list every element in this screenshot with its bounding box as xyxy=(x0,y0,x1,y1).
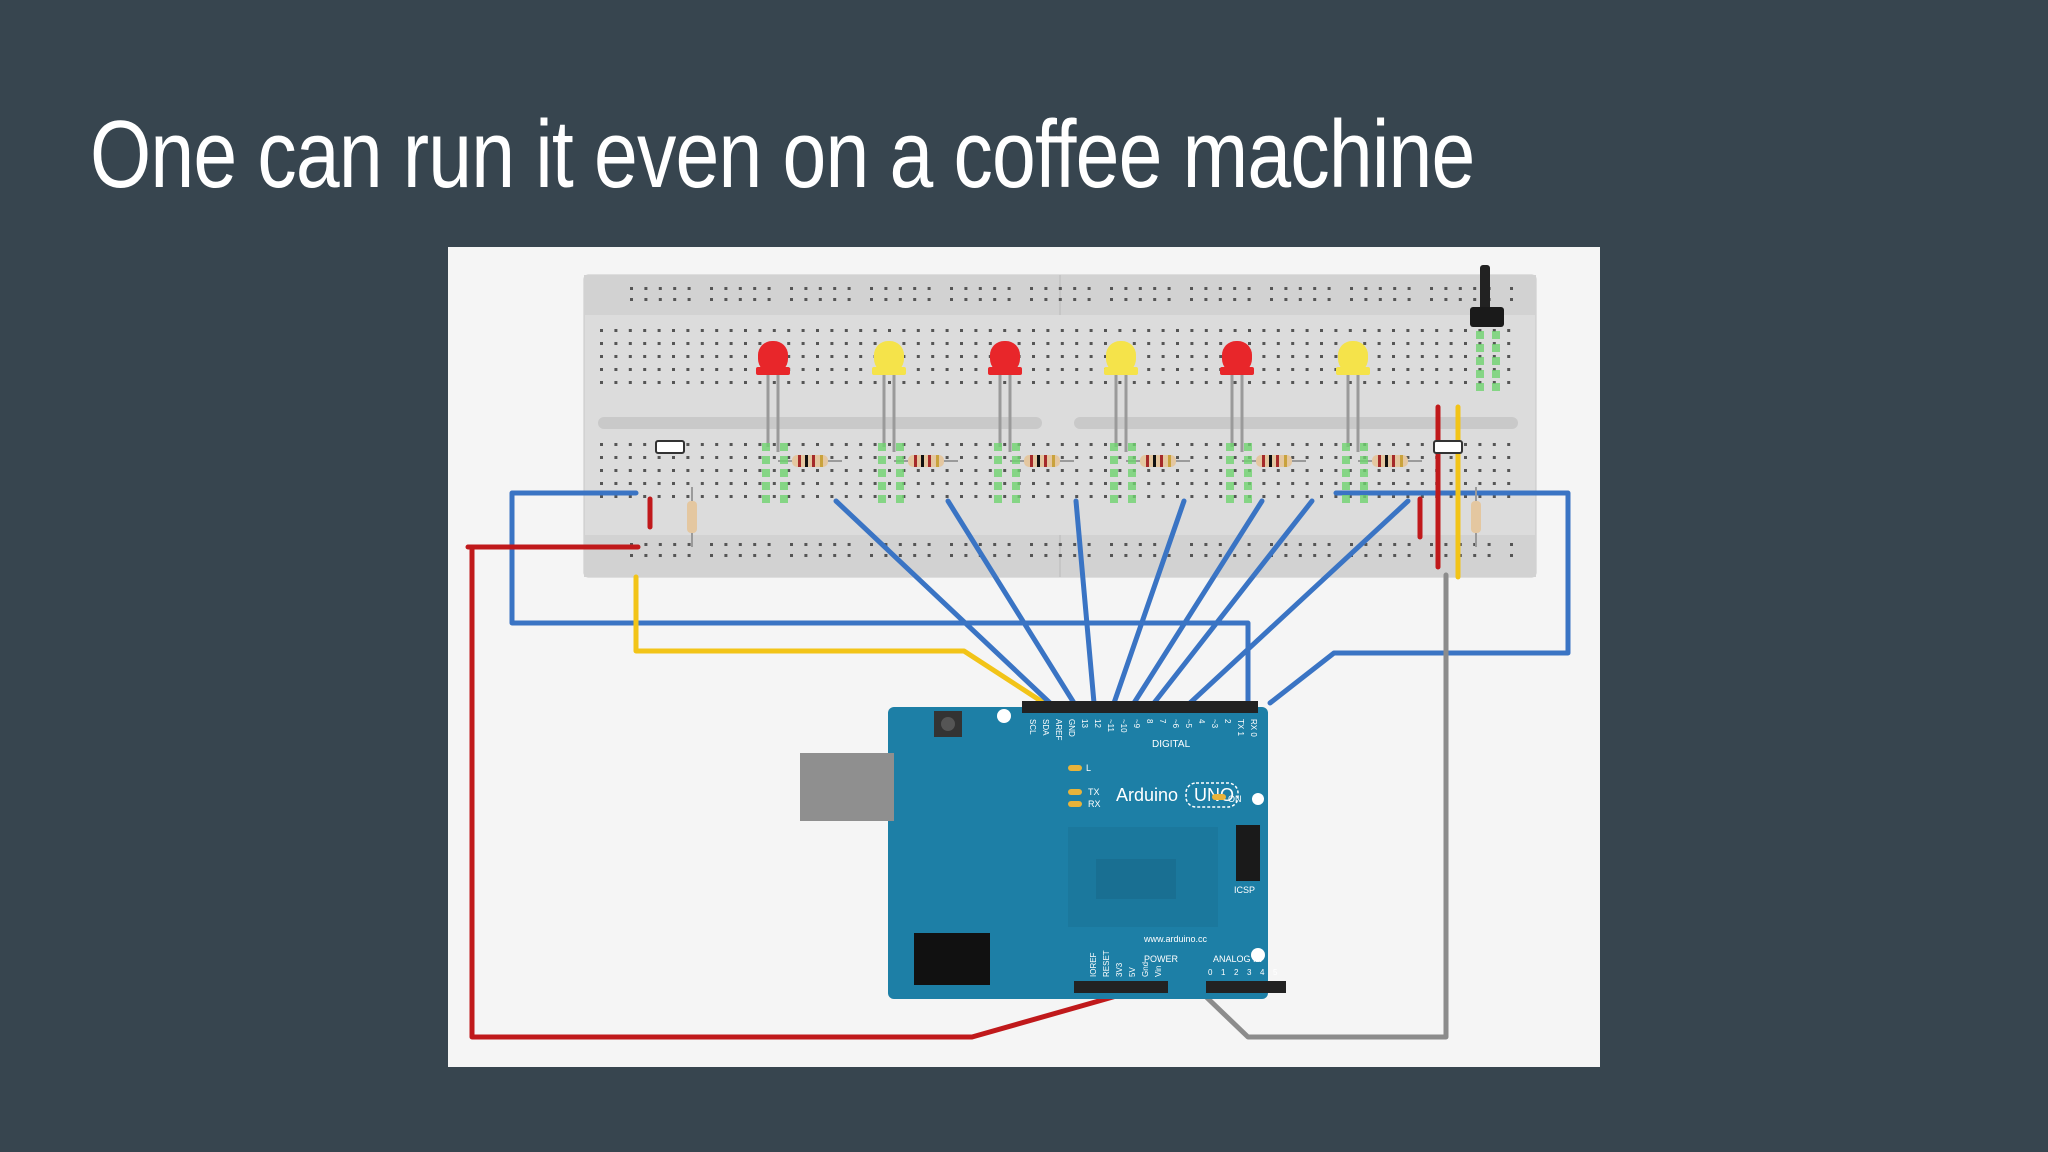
pin-label: 5V xyxy=(1128,967,1137,977)
pin-label: ~3 xyxy=(1210,719,1219,729)
power-jack xyxy=(914,933,990,985)
wire-blue-led-3 xyxy=(1073,498,1097,706)
led-red xyxy=(756,341,790,452)
pin-label: SCL xyxy=(1028,719,1037,735)
pin-label: 3 xyxy=(1247,968,1252,977)
wire-blue-led-2 xyxy=(945,498,1077,706)
on-label: ON xyxy=(1228,794,1242,804)
pin-label: TX 1 xyxy=(1236,719,1245,736)
pin-label: ~11 xyxy=(1106,719,1115,733)
resistor xyxy=(894,455,958,467)
pin-label: 2 xyxy=(1234,968,1239,977)
wire-blue-led-1 xyxy=(833,498,1053,706)
resistor xyxy=(1242,455,1306,467)
board-brand: Arduino xyxy=(1116,785,1178,805)
resistor xyxy=(1126,455,1190,467)
pin-label: ~9 xyxy=(1132,719,1141,729)
pin-label: Vin xyxy=(1154,966,1163,977)
tx-label: TX xyxy=(1088,787,1100,797)
wire-gray-analog xyxy=(1197,572,1449,1040)
pin-label: 0 xyxy=(1208,968,1213,977)
usb-port xyxy=(800,753,894,821)
pin-label: 12 xyxy=(1093,719,1102,728)
led-red xyxy=(988,341,1022,452)
led-yellow xyxy=(1336,341,1370,452)
breadboard xyxy=(583,274,1537,578)
potentiometer xyxy=(1470,265,1504,391)
led-yellow xyxy=(872,341,906,452)
active-column xyxy=(994,443,1020,503)
digital-header xyxy=(1022,701,1258,713)
pin-label: 5 xyxy=(1273,968,1278,977)
pin-label: AREF xyxy=(1054,719,1063,740)
pin-label: IOREF xyxy=(1089,952,1098,977)
active-column xyxy=(1342,443,1368,503)
wire-red-power xyxy=(469,544,1137,1040)
resistor-vertical xyxy=(1471,487,1481,547)
pin-label: ~10 xyxy=(1119,719,1128,733)
resistor xyxy=(1010,455,1074,467)
active-column xyxy=(762,443,788,503)
led-yellow xyxy=(1104,341,1138,452)
slide-title: One can run it even on a coffee machine xyxy=(90,101,1475,208)
led-red xyxy=(1220,341,1254,452)
icsp-label: ICSP xyxy=(1234,885,1255,895)
pin-label: 4 xyxy=(1260,968,1265,977)
resistor xyxy=(1358,455,1422,467)
pin-label: GND xyxy=(1067,719,1076,737)
pin-label: RESET xyxy=(1102,950,1111,977)
digital-label: DIGITAL xyxy=(1152,739,1191,750)
active-column xyxy=(878,443,904,503)
wire-blue-led-4 xyxy=(1111,498,1187,706)
active-column xyxy=(1110,443,1136,503)
pin-label: Gnd xyxy=(1141,962,1150,977)
resistor-vertical xyxy=(687,487,697,547)
icsp-header xyxy=(1236,825,1260,881)
wire-blue-led-5 xyxy=(1131,498,1265,706)
pin-label: 7 xyxy=(1158,719,1167,724)
wire-yellow-ground xyxy=(633,574,1047,706)
led-l-label: L xyxy=(1086,763,1091,773)
board-website: www.arduino.cc xyxy=(1143,934,1208,944)
wire-blue-right xyxy=(1267,490,1571,706)
rx-label: RX xyxy=(1088,799,1101,809)
resistor xyxy=(778,455,842,467)
pin-label: 8 xyxy=(1145,719,1154,724)
analog-label: ANALOG IN xyxy=(1213,954,1262,964)
pin-label: ~6 xyxy=(1171,719,1180,729)
power-label: POWER xyxy=(1144,954,1179,964)
push-button xyxy=(655,440,685,454)
active-column xyxy=(1226,443,1252,503)
analog-header xyxy=(1206,981,1286,993)
pin-label: 4 xyxy=(1197,719,1206,724)
power-header xyxy=(1074,981,1168,993)
pin-label: ~5 xyxy=(1184,719,1193,729)
pin-label: 13 xyxy=(1080,719,1089,728)
pin-label: 3V3 xyxy=(1115,962,1124,977)
push-button xyxy=(1433,440,1463,454)
pin-label: 2 xyxy=(1223,719,1232,724)
pin-label: SDA xyxy=(1041,719,1050,736)
circuit-diagram: Arduino UNO www.arduino.cc DIGITAL POWER… xyxy=(448,247,1600,1067)
pin-label: 1 xyxy=(1221,968,1226,977)
wire-blue-led-6 xyxy=(1151,498,1315,706)
wire-blue-led-7 xyxy=(1187,498,1411,706)
arduino-board: Arduino UNO www.arduino.cc DIGITAL POWER… xyxy=(800,701,1286,999)
pin-label: RX 0 xyxy=(1249,719,1258,737)
